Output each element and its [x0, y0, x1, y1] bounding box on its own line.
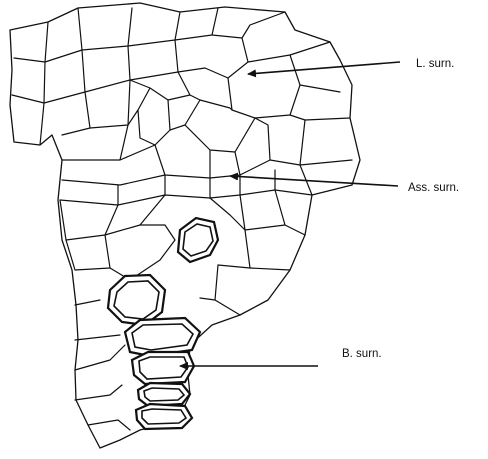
ass-surn-label: Ass. surn.	[408, 182, 459, 194]
l-surn-label: L. surn.	[416, 58, 454, 70]
thick-cell-5-inner	[144, 388, 184, 401]
thick-cell-6-inner	[142, 409, 186, 424]
b-surn-label: B. surn.	[342, 348, 382, 360]
thick-cell-4-inner	[139, 357, 188, 379]
thick-cell-3-inner	[132, 324, 193, 350]
